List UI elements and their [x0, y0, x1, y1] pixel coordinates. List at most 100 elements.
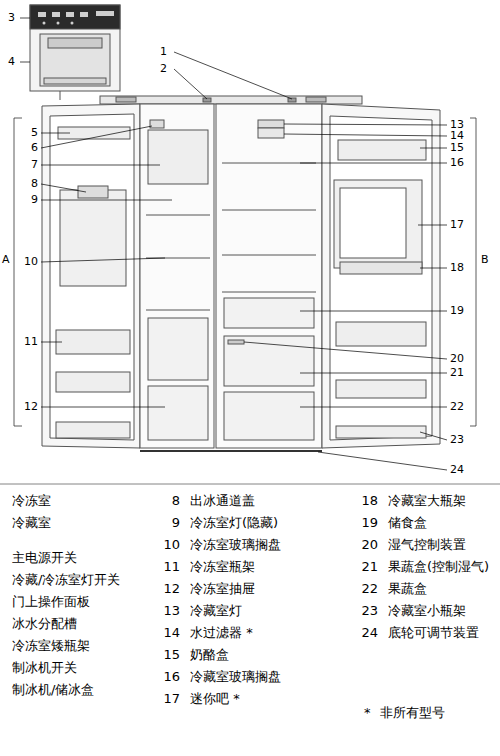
- part-name: 门上操作面板: [12, 595, 90, 610]
- part-name: 冷藏室灯: [190, 604, 242, 619]
- brackets: [14, 118, 476, 426]
- leader-lines: [20, 18, 447, 470]
- callout-number: 15: [450, 142, 464, 155]
- door-bin: [336, 322, 426, 346]
- glass-shelf: [222, 255, 316, 256]
- legend-number: 8: [160, 494, 180, 509]
- legend-number: 18: [356, 494, 378, 509]
- callout-number: 21: [450, 367, 464, 380]
- callout-number: 2: [160, 63, 167, 76]
- callout-number: 11: [24, 336, 38, 349]
- legend-number: 15: [160, 648, 180, 663]
- part-name: 冷冻室抽屉: [190, 582, 255, 597]
- callout-number: 5: [24, 127, 38, 140]
- chute-cover: [78, 186, 108, 198]
- legend-number: 23: [356, 604, 378, 619]
- callout-number: 22: [450, 401, 464, 414]
- part-name: 制冰机/储冰盒: [12, 683, 94, 698]
- ice-maker-switch: [150, 120, 164, 128]
- fridge-compartment: [216, 104, 322, 448]
- door-bin: [56, 330, 130, 354]
- glass-shelf: [146, 310, 210, 311]
- callout-number: 12: [24, 401, 38, 414]
- legend-number: 17: [160, 692, 180, 707]
- freezer-door: [42, 104, 140, 448]
- legend-number: 9: [160, 516, 180, 531]
- footnote: 非所有型号: [380, 706, 445, 721]
- part-name: 出冰通道盖: [190, 494, 255, 509]
- top-rail: [100, 96, 362, 104]
- separator: [0, 484, 500, 485]
- part-name: 储食盒: [388, 516, 427, 531]
- part-name: 冷冻室玻璃搁盘: [190, 538, 281, 553]
- callout-number: 18: [450, 262, 464, 275]
- legend-number: 11: [160, 560, 180, 575]
- door-bin: [56, 422, 130, 438]
- water-filter: [258, 128, 284, 138]
- storage-box: [224, 298, 314, 328]
- part-name: 冷藏室小瓶架: [388, 604, 466, 619]
- part-name: 冷藏/冷冻室灯开关: [12, 573, 120, 588]
- fridge-drawing: [30, 5, 440, 451]
- base: [140, 450, 322, 452]
- callout-number: 4: [8, 56, 15, 69]
- freezer-compartment: [140, 104, 214, 448]
- part-name: 冷藏室玻璃搁盘: [190, 670, 281, 685]
- part-name: 迷你吧 *: [190, 692, 240, 707]
- callout-number: 20: [450, 353, 464, 366]
- door-bin: [56, 372, 130, 392]
- door-bin: [336, 380, 426, 398]
- legend-number: 14: [160, 626, 180, 641]
- crisper: [224, 392, 314, 440]
- section-letter: B: [481, 254, 489, 267]
- drip-tray: [44, 78, 106, 84]
- part-name: 制冰机开关: [12, 661, 77, 676]
- dairy-box: [338, 140, 426, 160]
- footnote-mark: *: [364, 706, 371, 721]
- callout-number: 17: [450, 219, 464, 232]
- section-name: 冷冻室: [12, 494, 51, 509]
- small-bottle-rack: [336, 426, 426, 438]
- section-letter: A: [2, 254, 10, 267]
- legend-number: 19: [356, 516, 378, 531]
- humidity-control: [228, 340, 244, 344]
- control-panel: [30, 5, 120, 29]
- part-name: 冷冻室瓶架: [190, 560, 255, 575]
- callout-number: 1: [160, 46, 167, 59]
- legend-number: 22: [356, 582, 378, 597]
- part-name: 湿气控制装置: [388, 538, 466, 553]
- legend-number: 24: [356, 626, 378, 641]
- part-name: 奶酪盒: [190, 648, 229, 663]
- ice-maker: [148, 130, 208, 184]
- part-name: 主电源开关: [12, 551, 77, 566]
- callout-number: 9: [24, 194, 38, 207]
- dispenser-lever: [48, 38, 102, 48]
- legend-number: 20: [356, 538, 378, 553]
- legend-number: 12: [160, 582, 180, 597]
- part-name: 底轮可调节装置: [388, 626, 479, 641]
- hinge: [306, 97, 326, 102]
- door-liner: [50, 114, 134, 440]
- glass-shelf: [222, 292, 316, 293]
- hinge: [116, 97, 136, 102]
- callout-number: 14: [450, 130, 464, 143]
- fridge-light: [258, 120, 284, 128]
- part-name: 冷冻室矮瓶架: [12, 639, 90, 654]
- main-switch: [288, 98, 296, 102]
- part-name: 冰水分配槽: [12, 617, 77, 632]
- callout-number: 23: [450, 434, 464, 447]
- part-name: 冷藏室大瓶架: [388, 494, 466, 509]
- inset-pointer: [60, 91, 61, 100]
- legend-number: 21: [356, 560, 378, 575]
- callout-number: 24: [450, 464, 464, 477]
- crisper: [224, 336, 314, 386]
- large-bottle-rack: [340, 262, 422, 274]
- freezer-drawer: [148, 318, 208, 380]
- dispenser-recess: [40, 34, 110, 86]
- legend-number: 13: [160, 604, 180, 619]
- mini-bar: [334, 180, 422, 268]
- panel-buttons: [38, 11, 114, 25]
- part-name: 果蔬盒(控制湿气): [388, 560, 489, 575]
- callout-number: 6: [24, 142, 38, 155]
- panel-inset: [30, 5, 120, 91]
